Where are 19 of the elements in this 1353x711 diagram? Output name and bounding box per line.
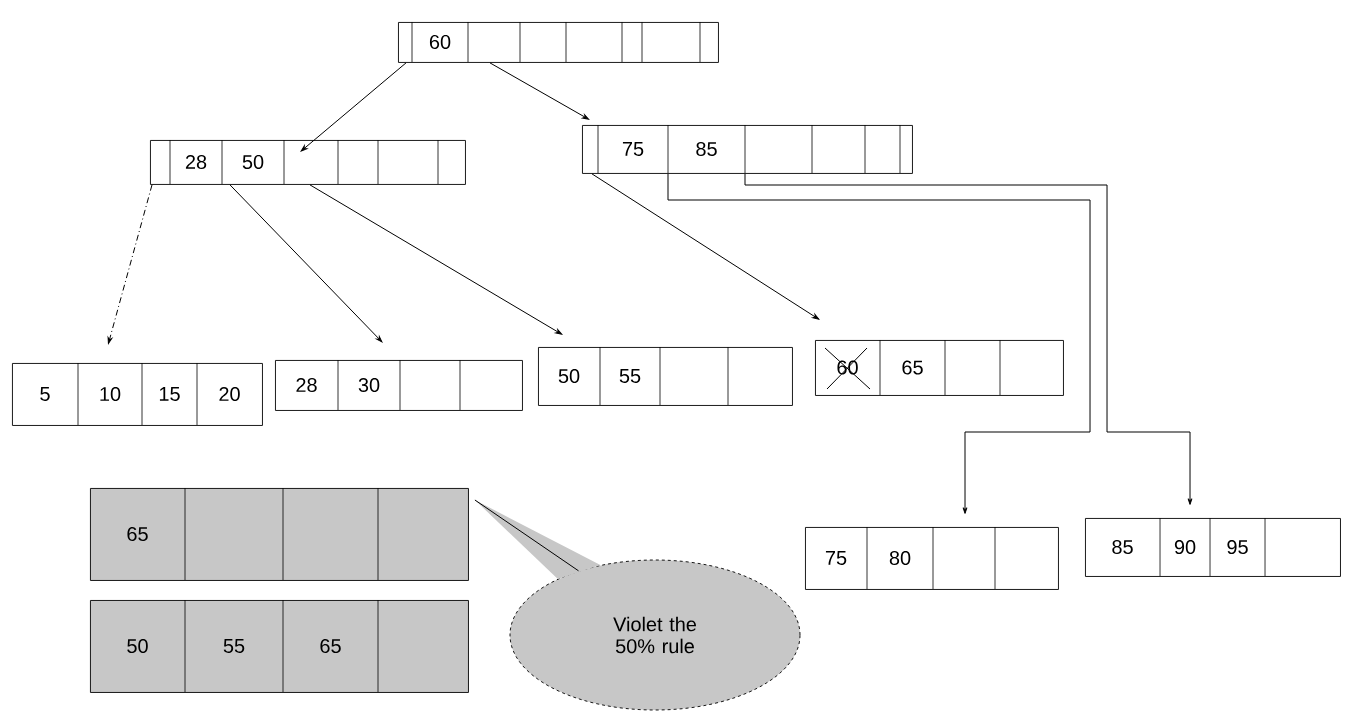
arrow	[591, 173, 820, 320]
node-box: 60	[398, 21, 719, 63]
node-box: 5 10 15 20	[12, 362, 263, 426]
node-box: 50 55	[538, 346, 793, 406]
callout-tail	[474, 499, 601, 579]
arrow	[667, 173, 1091, 514]
shaded-node-box: 50 55 65	[90, 599, 469, 693]
node-box: 28 30	[275, 359, 523, 411]
arrow	[107, 184, 153, 344]
arrow	[309, 184, 563, 335]
arrow	[229, 184, 383, 343]
node-box: 28 50	[150, 139, 466, 185]
arrow	[489, 62, 590, 120]
node-box: 75 80	[805, 526, 1059, 590]
arrow	[300, 62, 407, 152]
shaded-node-box: 65	[90, 487, 469, 581]
node-box: 85 90 95	[1085, 517, 1341, 577]
arrow	[744, 173, 1193, 505]
node-box: 75 85	[582, 124, 913, 174]
